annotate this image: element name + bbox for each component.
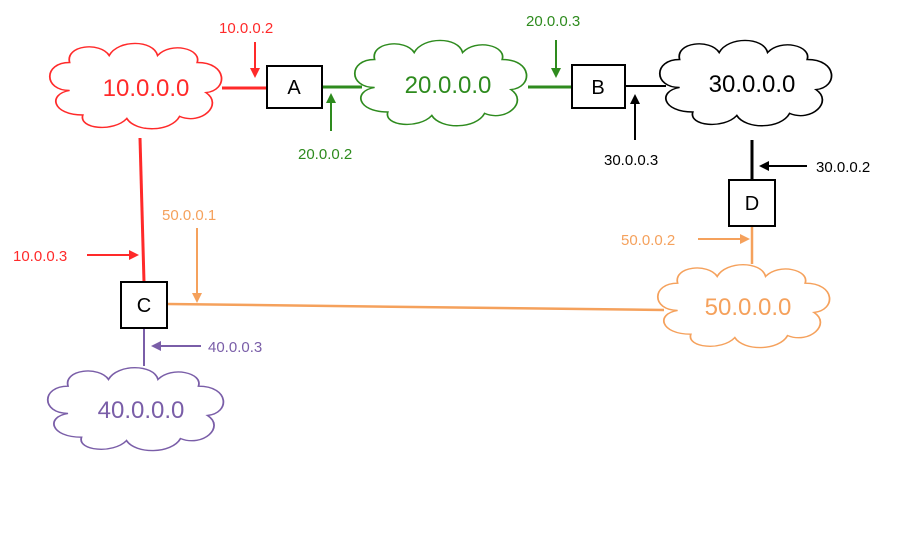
ip-label-c-40: 40.0.0.3 xyxy=(208,339,262,356)
ip-label-c-50: 50.0.0.1 xyxy=(162,207,216,224)
cloud-net40 xyxy=(47,367,225,452)
router-a: A xyxy=(266,65,323,109)
cloud-label-net20: 20.0.0.0 xyxy=(405,72,492,99)
router-b-label: B xyxy=(591,77,604,99)
cloud-label-net50: 50.0.0.0 xyxy=(705,294,792,321)
ip-label-b-30: 30.0.0.3 xyxy=(604,152,658,169)
cloud-net10 xyxy=(49,42,223,130)
cloud-net30 xyxy=(659,39,833,127)
ip-label-d-30: 30.0.0.2 xyxy=(816,159,870,176)
ip-label-b-20: 20.0.0.3 xyxy=(526,13,580,30)
cloud-net50 xyxy=(657,264,831,349)
ip-label-a-10: 10.0.0.2 xyxy=(219,20,273,37)
router-d-label: D xyxy=(745,193,759,215)
router-b: B xyxy=(571,64,626,109)
router-a-label: A xyxy=(287,77,301,99)
router-d: D xyxy=(728,179,776,227)
link-router-c-net50 xyxy=(167,302,665,312)
cloud-label-net40: 40.0.0.0 xyxy=(98,397,185,424)
link-net10-router-c xyxy=(138,137,146,283)
ip-label-a-20: 20.0.0.2 xyxy=(298,146,352,163)
cloud-label-net30: 30.0.0.0 xyxy=(709,71,796,98)
cloud-net20 xyxy=(354,39,528,127)
cloud-label-net10: 10.0.0.0 xyxy=(103,75,190,102)
ip-label-c-10: 10.0.0.3 xyxy=(13,248,67,265)
router-c: C xyxy=(120,281,168,329)
router-c-label: C xyxy=(137,295,151,317)
ip-label-d-50: 50.0.0.2 xyxy=(621,232,675,249)
